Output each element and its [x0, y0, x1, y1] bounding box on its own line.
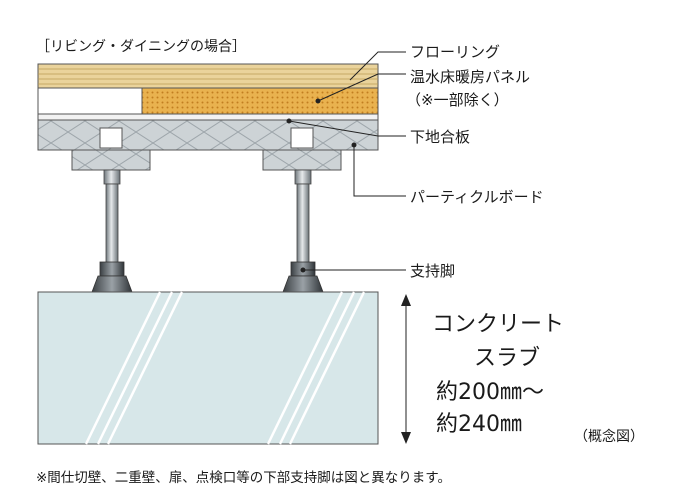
- diagram-caption: ［リビング・ダイニングの場合］: [36, 39, 246, 55]
- leader-lines: [286, 51, 406, 273]
- label-flooring: フローリング: [410, 43, 501, 61]
- leader-flooring: [349, 51, 406, 81]
- support-pad-left: [71, 149, 151, 171]
- leader-heating-panel: [317, 73, 406, 102]
- label-support-leg: 支持脚: [410, 262, 456, 280]
- slab-thickness-line2: 約240㎜: [436, 412, 522, 437]
- concrete-slab: [37, 291, 379, 445]
- subfloor-plywood: [37, 113, 379, 121]
- support-pad-right: [262, 149, 342, 171]
- concept-diagram-note: （概念図）: [574, 429, 644, 445]
- label-heating-panel: 温水床暖房パネル: [410, 68, 531, 86]
- support-leg-left: [91, 169, 133, 293]
- heating-panel-layer: [37, 87, 379, 115]
- flooring-layer: [37, 63, 379, 89]
- leader-particleboard: [353, 145, 406, 197]
- support-leg-right: [282, 169, 324, 293]
- label-heating-panel-note: （※一部除く）: [406, 91, 509, 109]
- label-particleboard: パーティクルボード: [410, 188, 544, 206]
- slab-label-line1: コンクリート: [432, 312, 565, 337]
- particleboard-layer: [37, 119, 379, 151]
- thickness-dimension-arrow: [401, 294, 411, 444]
- leader-subfloor: [288, 120, 406, 137]
- slab-label-line2: スラブ: [474, 346, 541, 371]
- footnote: ※間仕切壁、二重壁、扉、点検口等の下部支持脚は図と異なります。: [36, 470, 451, 486]
- label-subfloor: 下地合板: [410, 128, 471, 146]
- slab-thickness-line1: 約200㎜～: [436, 380, 544, 405]
